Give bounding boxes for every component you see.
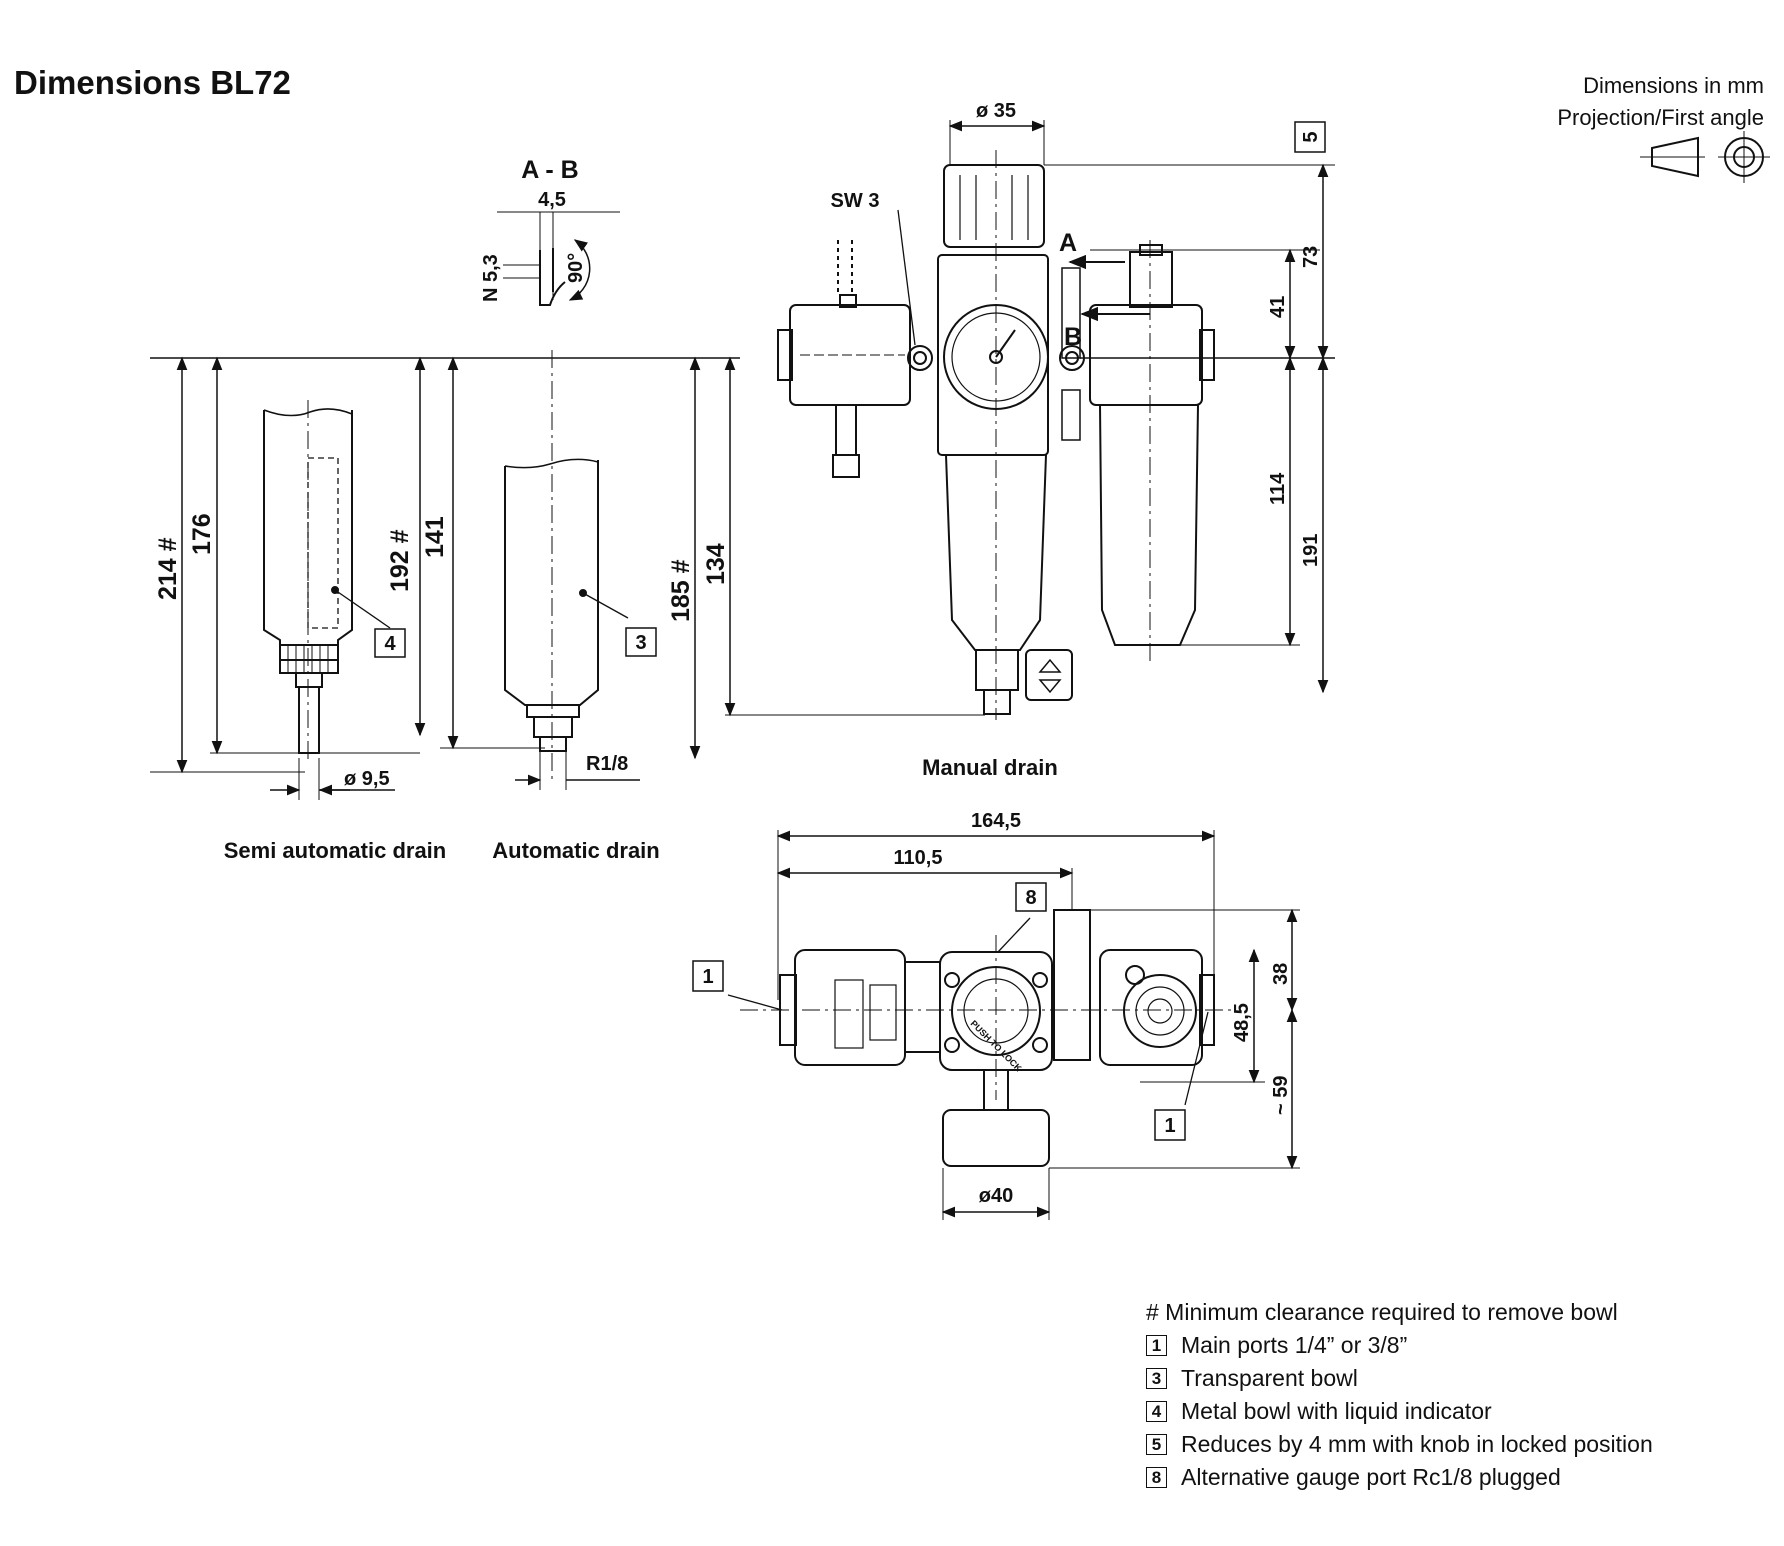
legend-text: Metal bowl with liquid indicator xyxy=(1181,1398,1492,1424)
svg-text:5: 5 xyxy=(1300,131,1322,142)
legend-badge: 5 xyxy=(1146,1434,1167,1455)
legend-item: 1 Main ports 1/4” or 3/8” xyxy=(1146,1329,1653,1362)
dim-dia-35: ø 35 xyxy=(976,100,1016,122)
dim-185: 185 # xyxy=(667,559,695,622)
frl-front-view xyxy=(689,120,1335,760)
svg-text:1: 1 xyxy=(702,966,713,988)
frl-top-view xyxy=(727,830,1300,1220)
legend-text: Main ports 1/4” or 3/8” xyxy=(1181,1332,1408,1358)
legend-badge: 3 xyxy=(1146,1368,1167,1389)
dim-n-5-3: N 5,3 xyxy=(480,254,502,302)
dim-59: ~ 59 xyxy=(1270,1076,1292,1115)
callout-5: 5 xyxy=(1294,121,1326,153)
legend-item: 5 Reduces by 4 mm with knob in locked po… xyxy=(1146,1428,1653,1461)
caption-semi-automatic-drain: Semi automatic drain xyxy=(224,838,447,863)
callout-8: 8 xyxy=(1015,882,1047,912)
dim-114: 114 xyxy=(1267,472,1289,505)
callout-1a: 1 xyxy=(692,960,724,992)
dim-41: 41 xyxy=(1267,296,1289,318)
port-label-b: B xyxy=(1064,323,1082,351)
dim-73: 73 xyxy=(1300,246,1322,268)
dim-134: 134 xyxy=(702,543,730,585)
dim-164-5: 164,5 xyxy=(971,810,1021,832)
dim-sw3: SW 3 xyxy=(831,190,880,212)
projection-line: Projection/First angle xyxy=(1557,105,1764,130)
projection-symbol-icon xyxy=(1640,131,1770,183)
legend: # Minimum clearance required to remove b… xyxy=(1146,1296,1653,1494)
caption-automatic-drain: Automatic drain xyxy=(492,838,659,863)
units-line: Dimensions in mm xyxy=(1583,73,1764,98)
dim-dia-9-5: ø 9,5 xyxy=(344,768,390,790)
dim-192: 192 # xyxy=(386,529,414,592)
legend-badge: 1 xyxy=(1146,1335,1167,1356)
dim-48-5: 48,5 xyxy=(1231,1003,1253,1042)
svg-text:3: 3 xyxy=(635,632,646,654)
legend-badge: 8 xyxy=(1146,1467,1167,1488)
legend-text: Transparent bowl xyxy=(1181,1365,1358,1391)
semi-automatic-drain-view xyxy=(150,356,420,800)
dim-110-5: 110,5 xyxy=(894,847,943,869)
callout-4: 4 xyxy=(374,628,406,658)
dim-176: 176 xyxy=(188,513,216,555)
dim-141: 141 xyxy=(421,516,449,558)
callout-3: 3 xyxy=(625,627,657,657)
port-label-a: A xyxy=(1059,229,1077,257)
dim-90-deg: 90° xyxy=(565,253,587,283)
page-title: Dimensions BL72 xyxy=(14,64,291,101)
svg-text:4: 4 xyxy=(384,633,396,655)
section-label: A - B xyxy=(521,156,578,184)
dim-4-5: 4,5 xyxy=(538,189,566,211)
caption-manual-drain: Manual drain xyxy=(922,755,1058,780)
section-a-b-view xyxy=(497,211,620,306)
legend-badge: 4 xyxy=(1146,1401,1167,1422)
legend-text: Alternative gauge port Rc1/8 plugged xyxy=(1181,1464,1561,1490)
legend-item: 4 Metal bowl with liquid indicator xyxy=(1146,1395,1653,1428)
dim-214: 214 # xyxy=(154,537,182,600)
callout-1b: 1 xyxy=(1154,1109,1186,1141)
legend-clearance: # Minimum clearance required to remove b… xyxy=(1146,1299,1618,1325)
dim-191: 191 xyxy=(1300,534,1322,567)
dim-38: 38 xyxy=(1270,963,1292,985)
svg-text:1: 1 xyxy=(1164,1115,1175,1137)
legend-item: 8 Alternative gauge port Rc1/8 plugged xyxy=(1146,1461,1653,1494)
automatic-drain-view xyxy=(414,350,640,790)
svg-text:8: 8 xyxy=(1025,887,1036,909)
legend-text: Reduces by 4 mm with knob in locked posi… xyxy=(1181,1431,1653,1457)
dim-r1-8: R1/8 xyxy=(586,753,628,775)
legend-item: 3 Transparent bowl xyxy=(1146,1362,1653,1395)
dim-dia-40: ø40 xyxy=(979,1185,1013,1207)
units-note: Dimensions in mm Projection/First angle xyxy=(1557,70,1764,134)
